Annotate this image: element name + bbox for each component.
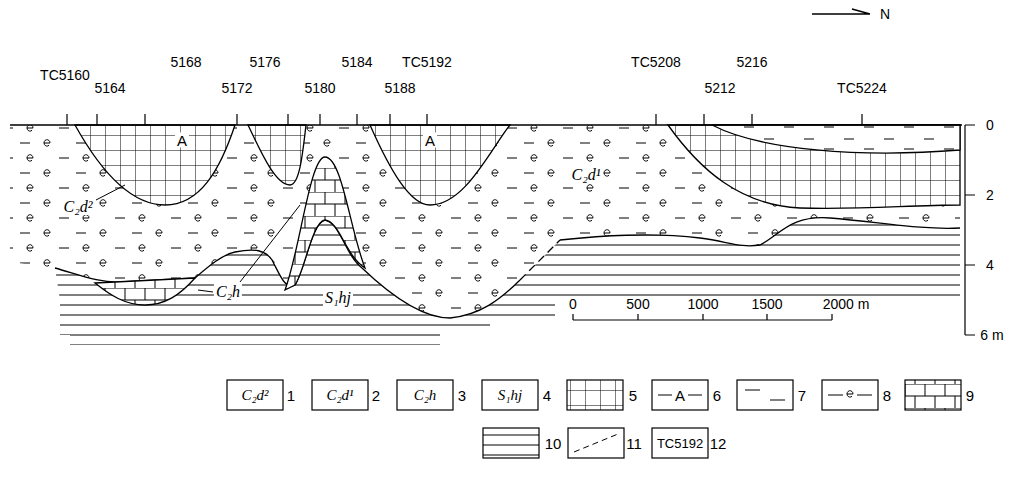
station-label: TC5160	[40, 68, 90, 82]
legend-number: 9	[966, 388, 974, 403]
lithology-symbol: A	[423, 133, 437, 148]
station-label: 5188	[384, 81, 415, 95]
depth-label: 6 m	[980, 328, 1003, 342]
legend-formation: C₂d¹	[326, 388, 353, 403]
station-label: TC5224	[837, 81, 887, 95]
legend-formation: S₁hj	[498, 388, 522, 403]
legend-number: 7	[798, 388, 806, 403]
station-label: 5168	[170, 55, 201, 69]
station-label: 5172	[221, 81, 252, 95]
formation-label: C₂h	[214, 284, 242, 300]
scale-label: 1500	[751, 297, 782, 311]
legend-number: 12	[710, 436, 727, 451]
depth-label: 4	[986, 258, 994, 272]
legend-symbol: A	[675, 388, 685, 403]
station-label: 5164	[94, 81, 125, 95]
legend-number: 1	[287, 388, 295, 403]
legend-station: TC5192	[657, 437, 703, 450]
station-label: 5184	[341, 55, 372, 69]
station-label: 5176	[249, 55, 280, 69]
station-label: TC5208	[631, 55, 681, 69]
legend-number: 8	[883, 388, 891, 403]
station-label: 5212	[704, 81, 735, 95]
legend-number: 6	[713, 388, 721, 403]
scale-label: 0	[569, 297, 577, 311]
legend-number: 4	[543, 388, 551, 403]
legend-number: 5	[629, 388, 637, 403]
scale-label: 2000 m	[823, 297, 870, 311]
legend-number: 11	[626, 436, 642, 451]
legend-number: 2	[372, 388, 380, 403]
north-label: N	[880, 7, 890, 21]
depth-label: 2	[986, 188, 994, 202]
station-label: 5180	[304, 81, 335, 95]
legend-formation: C₂d²	[241, 388, 268, 403]
formation-label: C₂d²	[61, 199, 94, 215]
station-label: TC5192	[402, 55, 452, 69]
lithology-symbol: A	[175, 133, 189, 148]
legend-formation: C₂h	[414, 388, 437, 403]
station-label: 5216	[736, 55, 767, 69]
legend-number: 3	[458, 388, 466, 403]
formation-label: S₁hj	[323, 290, 353, 306]
scale-label: 500	[626, 297, 649, 311]
formation-label: C₂d¹	[569, 167, 602, 183]
scale-label: 1000	[687, 297, 718, 311]
legend-number: 10	[545, 436, 562, 451]
depth-label: 0	[986, 118, 994, 132]
